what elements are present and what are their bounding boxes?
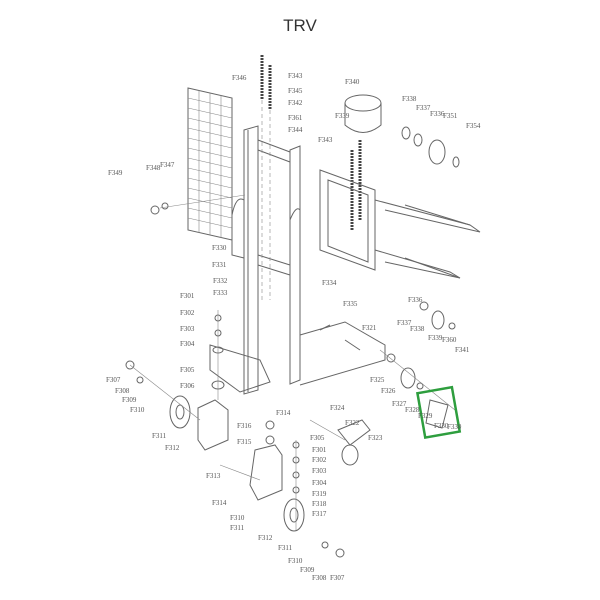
part-label: F314 bbox=[212, 499, 227, 507]
fork-carriage bbox=[319, 169, 481, 279]
wheels bbox=[169, 310, 445, 532]
part-label: F341 bbox=[455, 346, 470, 354]
part-label: F309 bbox=[300, 566, 315, 574]
part-label: F335 bbox=[343, 300, 358, 308]
part-label: F308 bbox=[115, 387, 130, 395]
part-label: F304 bbox=[312, 479, 327, 487]
part-label: F311 bbox=[278, 544, 293, 552]
part-label: F344 bbox=[288, 126, 303, 134]
part-label: F360 bbox=[442, 336, 457, 344]
part-label: F303 bbox=[180, 325, 195, 333]
part-label: F342 bbox=[288, 99, 303, 107]
part-label: F339 bbox=[335, 112, 350, 120]
part-label: F302 bbox=[180, 309, 195, 317]
part-label: F336 bbox=[408, 296, 423, 304]
part-label: F310 bbox=[230, 514, 245, 522]
part-label: F345 bbox=[288, 87, 303, 95]
hydraulic-cylinder bbox=[344, 94, 460, 168]
part-label: F343 bbox=[288, 72, 303, 80]
part-label: F348 bbox=[146, 164, 161, 172]
part-label: F314 bbox=[276, 409, 291, 417]
mast-frame bbox=[209, 125, 386, 395]
part-label: F325 bbox=[370, 376, 385, 384]
part-label: F305 bbox=[180, 366, 195, 374]
part-label: F303 bbox=[312, 467, 327, 475]
part-label: F310 bbox=[288, 557, 303, 565]
part-label: F307 bbox=[330, 574, 345, 582]
part-label: F338 bbox=[410, 325, 425, 333]
part-label: F349 bbox=[108, 169, 123, 177]
part-label: F323 bbox=[368, 434, 383, 442]
part-label: F321 bbox=[362, 324, 377, 332]
part-label: F351 bbox=[443, 112, 458, 120]
part-label: F333 bbox=[213, 289, 228, 297]
highlighted-part-box[interactable] bbox=[415, 385, 462, 440]
part-label: F309 bbox=[122, 396, 137, 404]
part-label: F326 bbox=[381, 387, 396, 395]
part-label: F311 bbox=[152, 432, 167, 440]
part-label: F305 bbox=[310, 434, 325, 442]
part-label: F331 bbox=[212, 261, 227, 269]
part-label: F301 bbox=[312, 446, 327, 454]
part-label: F339 bbox=[428, 334, 443, 342]
part-label: F330 bbox=[447, 423, 462, 431]
part-label: F301 bbox=[180, 292, 195, 300]
part-label: F311 bbox=[230, 524, 245, 532]
part-label: F340 bbox=[345, 78, 360, 86]
diagram-title: TRV bbox=[283, 16, 317, 35]
part-label: F329 bbox=[418, 412, 433, 420]
part-label: F317 bbox=[312, 510, 327, 518]
part-label: F337 bbox=[416, 104, 431, 112]
chains bbox=[260, 55, 362, 300]
part-label: F327 bbox=[392, 400, 407, 408]
part-label: F324 bbox=[330, 404, 345, 412]
part-label: F361 bbox=[288, 114, 303, 122]
part-label: F319 bbox=[312, 490, 327, 498]
part-label: F312 bbox=[258, 534, 273, 542]
mesh-guard bbox=[187, 87, 233, 241]
part-label: F315 bbox=[237, 438, 252, 446]
part-label: F312 bbox=[165, 444, 180, 452]
part-label: F322 bbox=[345, 419, 360, 427]
part-label: F343 bbox=[318, 136, 333, 144]
part-label: F336 bbox=[430, 110, 445, 118]
part-label: F313 bbox=[206, 472, 221, 480]
part-label: F354 bbox=[466, 122, 481, 130]
part-label: F328 bbox=[405, 406, 420, 414]
part-label: F307 bbox=[106, 376, 121, 384]
part-label: F337 bbox=[397, 319, 412, 327]
part-label: F338 bbox=[402, 95, 417, 103]
part-label: F318 bbox=[312, 500, 327, 508]
part-label: F310 bbox=[130, 406, 145, 414]
part-label: F334 bbox=[322, 279, 337, 287]
part-label: F304 bbox=[180, 340, 195, 348]
part-label: F346 bbox=[232, 74, 247, 82]
part-label: F308 bbox=[312, 574, 327, 582]
part-label: F302 bbox=[312, 456, 327, 464]
part-label: F330 bbox=[212, 244, 227, 252]
part-label: F316 bbox=[237, 422, 252, 430]
part-label: F347 bbox=[160, 161, 175, 169]
fasteners bbox=[125, 194, 456, 558]
part-label: F330 bbox=[434, 422, 449, 430]
part-label: F306 bbox=[180, 382, 195, 390]
part-label: F332 bbox=[213, 277, 228, 285]
